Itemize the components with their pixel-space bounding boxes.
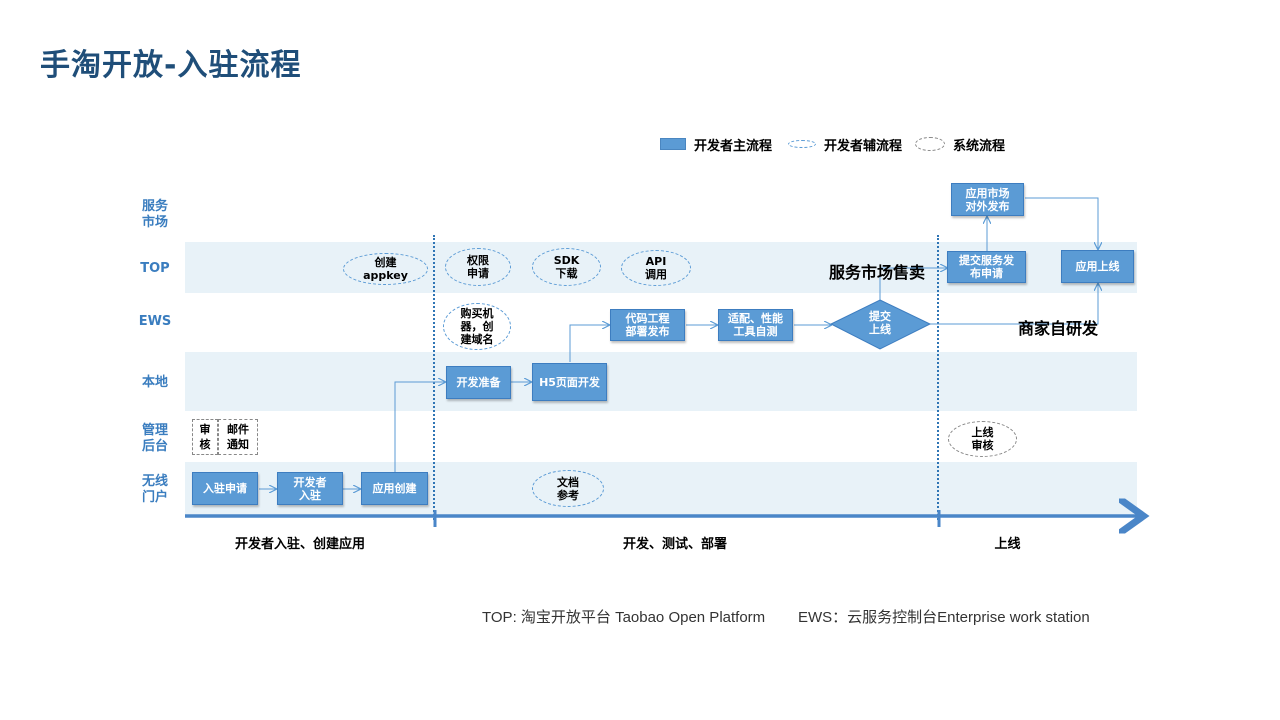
mail-notify-box: 邮件 通知 (218, 419, 258, 455)
legend-sys-swatch (915, 137, 945, 151)
legend-aux-swatch (788, 140, 816, 148)
api-call-oval: API 调用 (621, 250, 691, 286)
submit-service-box: 提交服务发 布申请 (947, 251, 1026, 283)
review-box: 审 核 (192, 419, 218, 455)
online-review-oval: 上线 审核 (948, 421, 1017, 457)
buy-machine-oval: 购买机 器，创 建域名 (443, 303, 511, 350)
legend-sys: 系统流程 (915, 135, 1006, 154)
phase-label-2: 开发、测试、部署 (622, 537, 727, 552)
submit-launch-diamond (829, 299, 932, 350)
phase-divider-2 (937, 235, 939, 520)
row-label-admin: 管理 后台 (141, 423, 168, 454)
legend-main: 开发者主流程 (660, 135, 773, 154)
app-online-box: 应用上线 (1061, 250, 1134, 283)
band-local (185, 352, 1137, 411)
row-label-service-market: 服务 市场 (141, 199, 168, 230)
phase-label-1: 开发者入驻、创建应用 (234, 537, 365, 552)
page-title: 手淘开放-入驻流程 (40, 48, 302, 83)
h5-dev-box: H5页面开发 (532, 363, 607, 401)
row-label-top: TOP (140, 261, 170, 276)
market-publish-box: 应用市场 对外发布 (951, 183, 1024, 216)
join-apply-box: 入驻申请 (192, 472, 258, 505)
dev-join-box: 开发者 入驻 (277, 472, 343, 505)
doc-ref-oval: 文档 参考 (532, 470, 604, 507)
legend-aux: 开发者辅流程 (788, 135, 903, 154)
phase-divider-1 (433, 235, 435, 520)
adapt-test-box: 适配、性能 工具自测 (718, 309, 793, 341)
phase-label-3: 上线 (994, 537, 1021, 552)
legend-aux-label: 开发者辅流程 (824, 138, 903, 154)
legend-sys-label: 系统流程 (953, 138, 1006, 154)
code-deploy-box: 代码工程 部署发布 (610, 309, 685, 341)
permission-apply-oval: 权限 申请 (445, 248, 511, 286)
footnote-ews: EWS：云服务控制台Enterprise work station (798, 609, 1090, 626)
row-label-wireless: 无线 门户 (141, 474, 168, 505)
footnote-top: TOP: 淘宝开放平台 Taobao Open Platform (482, 609, 766, 626)
dev-prepare-box: 开发准备 (446, 366, 511, 399)
legend-main-swatch (660, 138, 686, 150)
service-sell-label: 服务市场售卖 (829, 263, 926, 282)
app-create-box: 应用创建 (361, 472, 428, 505)
row-label-local: 本地 (141, 375, 168, 390)
merchant-dev-label: 商家自研发 (1018, 319, 1099, 338)
row-label-ews: EWS (138, 314, 172, 329)
create-appkey-oval: 创建 appkey (343, 253, 428, 285)
sdk-download-oval: SDK 下载 (532, 248, 601, 286)
submit-launch-label: 提交 上线 (869, 310, 891, 336)
legend-main-label: 开发者主流程 (694, 138, 773, 154)
